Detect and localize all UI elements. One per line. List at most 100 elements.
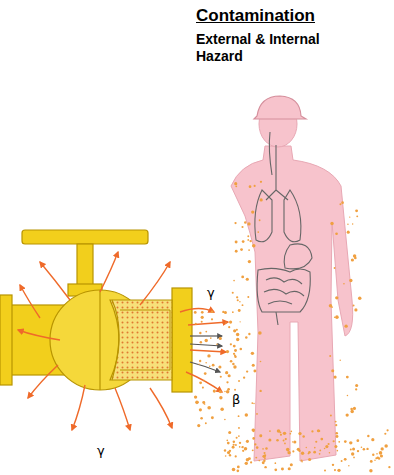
particle xyxy=(319,453,321,455)
particle xyxy=(378,457,380,459)
particle xyxy=(335,296,338,299)
particle xyxy=(252,364,255,367)
particle xyxy=(355,384,358,387)
particle xyxy=(226,350,229,353)
particle xyxy=(281,468,284,471)
particle xyxy=(344,440,347,443)
particle xyxy=(233,345,236,348)
particle xyxy=(220,407,223,410)
particle xyxy=(351,452,354,455)
particle xyxy=(287,451,290,454)
particle xyxy=(207,406,211,410)
particle xyxy=(232,468,236,472)
particle xyxy=(245,336,248,339)
particle xyxy=(346,376,349,379)
particle xyxy=(330,222,333,225)
particle xyxy=(247,235,249,237)
particle xyxy=(241,275,244,278)
particle xyxy=(205,339,208,342)
particle xyxy=(235,241,238,244)
particle xyxy=(228,374,231,377)
particle xyxy=(197,401,199,403)
particle xyxy=(224,449,226,451)
particle xyxy=(357,450,359,452)
particle xyxy=(337,450,339,452)
particle xyxy=(353,254,356,257)
particle xyxy=(246,278,249,281)
particle xyxy=(333,440,335,442)
particle xyxy=(245,413,248,416)
particle xyxy=(243,376,245,378)
particle xyxy=(234,389,236,391)
particle xyxy=(289,433,291,435)
particle xyxy=(258,460,260,462)
particle xyxy=(263,452,265,454)
particle xyxy=(330,414,332,416)
particle xyxy=(374,460,376,462)
particle xyxy=(251,352,254,355)
particle xyxy=(336,432,338,434)
particle xyxy=(264,466,266,468)
particle xyxy=(198,364,199,365)
particle xyxy=(258,331,262,335)
particle xyxy=(239,442,241,444)
particle xyxy=(202,387,204,389)
particle xyxy=(380,454,383,457)
particle xyxy=(239,321,240,322)
particle xyxy=(352,223,353,224)
particle xyxy=(381,447,384,450)
particle xyxy=(320,438,323,441)
particle xyxy=(335,421,337,423)
particle xyxy=(225,322,227,324)
particle xyxy=(386,429,388,431)
particle xyxy=(237,466,239,468)
particle xyxy=(241,226,243,228)
particle xyxy=(252,449,254,451)
particle xyxy=(324,470,326,472)
particle xyxy=(274,462,276,464)
particle xyxy=(355,209,358,212)
particle xyxy=(257,231,259,233)
particle xyxy=(224,391,225,392)
particle xyxy=(205,422,207,424)
particle xyxy=(329,304,332,307)
particle xyxy=(311,430,313,432)
particle xyxy=(234,182,237,185)
particle xyxy=(234,222,236,224)
particle xyxy=(237,299,239,301)
particle xyxy=(283,439,285,441)
particle xyxy=(195,323,197,325)
gamma-symbol: γ xyxy=(96,443,106,458)
particle xyxy=(200,341,203,344)
particle xyxy=(237,466,240,469)
particle xyxy=(344,324,347,327)
particle xyxy=(348,465,349,466)
particle xyxy=(366,448,368,450)
particle xyxy=(314,447,316,449)
particle xyxy=(262,461,265,464)
particle xyxy=(233,329,236,332)
particle xyxy=(230,360,233,363)
particle xyxy=(279,431,281,433)
particle xyxy=(363,448,366,451)
particle xyxy=(268,438,271,441)
particle xyxy=(384,444,387,447)
particle xyxy=(229,454,231,456)
particle xyxy=(229,321,232,324)
particle xyxy=(242,240,245,243)
particle xyxy=(219,337,222,340)
particle xyxy=(284,443,286,445)
particle xyxy=(343,283,345,285)
particle xyxy=(226,381,228,383)
particle xyxy=(331,306,333,308)
particle xyxy=(219,390,222,393)
particle xyxy=(218,365,221,368)
particle xyxy=(251,210,254,213)
particle xyxy=(347,231,350,234)
particle xyxy=(197,424,200,427)
particle xyxy=(259,434,262,437)
particle xyxy=(331,369,334,372)
particle xyxy=(250,461,252,463)
particle xyxy=(224,311,227,314)
